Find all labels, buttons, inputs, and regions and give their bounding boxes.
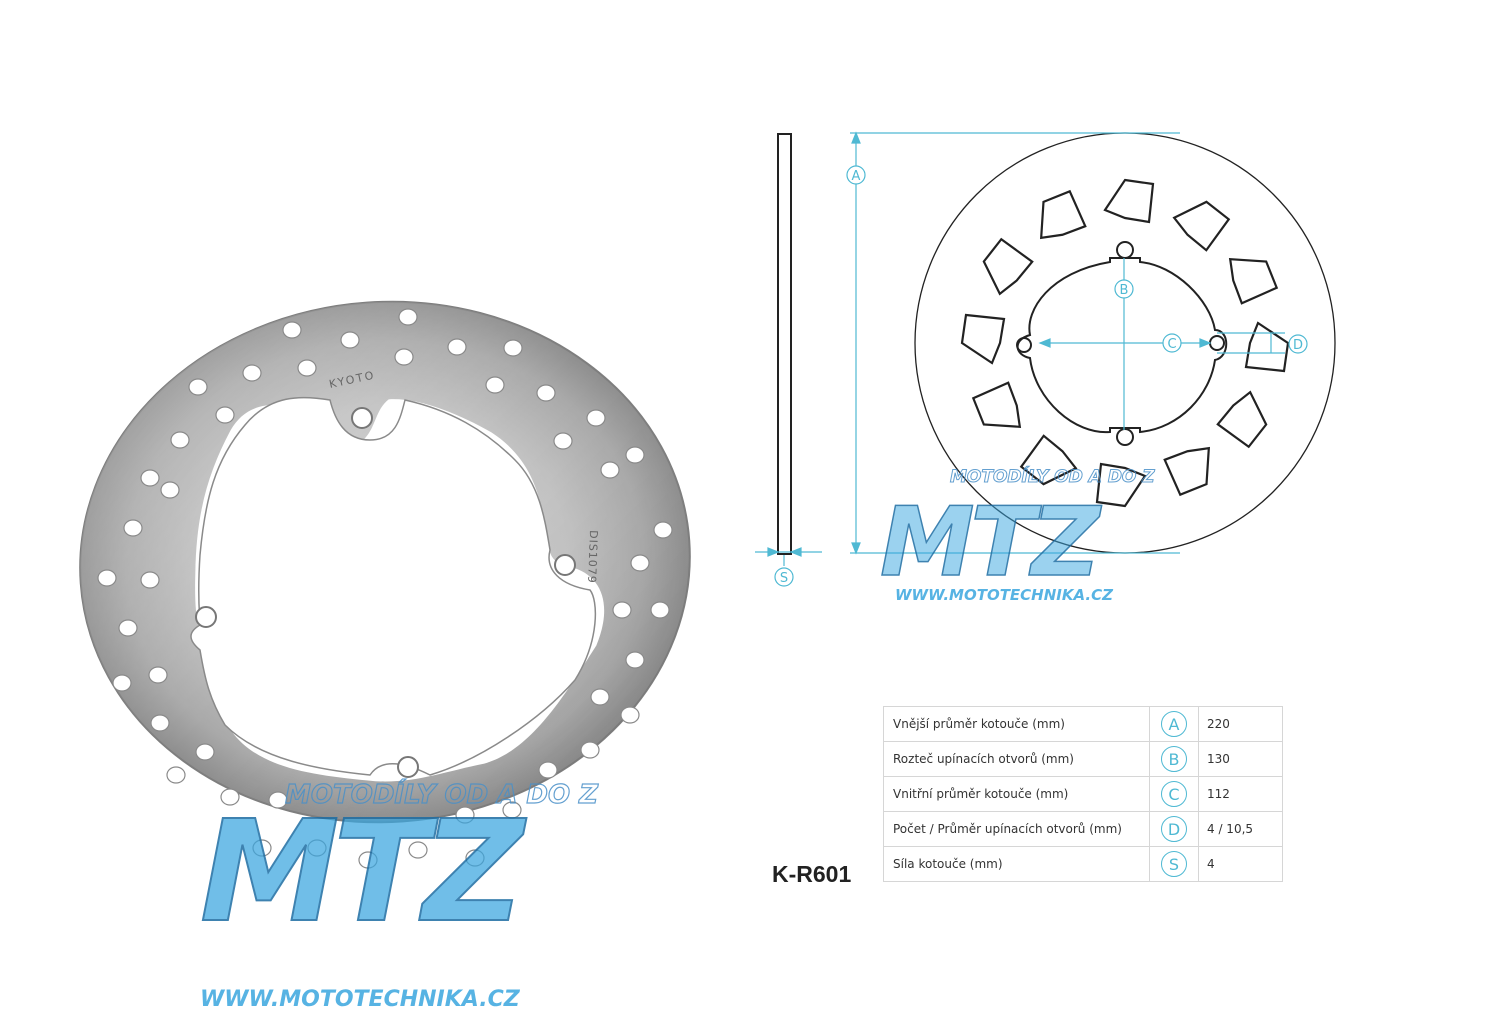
spec-letter: A [1161,711,1187,737]
spec-value: 112 [1198,776,1283,812]
disc-center-opening [190,396,597,776]
spec-value: 220 [1198,706,1283,742]
spec-value: 4 [1198,846,1283,882]
spec-label: Síla kotouče (mm) [883,846,1150,882]
specification-table: Vnější průměr kotouče (mm) A 220 Rozteč … [883,706,1283,882]
spec-label: Vnější průměr kotouče (mm) [883,706,1150,742]
svg-text:MOTODÍLY OD A DO Z: MOTODÍLY OD A DO Z [950,465,1155,487]
watermark-left: MOTODÍLY OD A DO Z MTZ WWW.MOTOTECHNIKA.… [199,777,600,1012]
spec-label: Vnitřní průměr kotouče (mm) [883,776,1150,812]
spec-value: 4 / 10,5 [1198,811,1283,847]
spec-row-inner-diameter: Vnitřní průměr kotouče (mm) C 112 [883,776,1283,812]
spec-letter: D [1161,816,1187,842]
spec-letter: B [1161,746,1187,772]
svg-text:A: A [852,169,861,184]
svg-text:WWW.MOTOTECHNIKA.CZ: WWW.MOTOTECHNIKA.CZ [200,987,521,1012]
svg-text:B: B [1120,283,1129,298]
dimension-letter-markers: A B C D S [774,165,1308,587]
svg-text:C: C [1167,337,1176,352]
spec-letter: S [1161,851,1187,877]
spec-label: Rozteč upínacích otvorů (mm) [883,741,1150,777]
svg-text:MTZ: MTZ [880,488,1102,598]
spec-row-holes: Počet / Průměr upínacích otvorů (mm) D 4… [883,811,1283,847]
svg-text:WWW.MOTOTECHNIKA.CZ: WWW.MOTOTECHNIKA.CZ [895,586,1114,604]
disc-drilled-holes [97,308,673,869]
svg-text:D: D [1293,338,1303,353]
spec-label: Počet / Průměr upínacích otvorů (mm) [883,811,1150,847]
disc-mounting-holes [195,407,576,778]
spec-value: 130 [1198,741,1283,777]
spec-row-outer-diameter: Vnější průměr kotouče (mm) A 220 [883,706,1283,742]
svg-text:S: S [780,571,788,586]
watermark-right: MOTODÍLY OD A DO Z MTZ WWW.MOTOTECHNIKA.… [879,465,1156,605]
spec-row-bolt-pitch: Rozteč upínacích otvorů (mm) B 130 [883,741,1283,777]
spec-letter: C [1161,781,1187,807]
svg-text:MTZ: MTZ [200,791,527,954]
spec-row-thickness: Síla kotouče (mm) S 4 [883,846,1283,882]
dimension-lines [755,131,1285,566]
disc-part-marking: DIS1079 [585,530,600,584]
svg-text:MOTODÍLY OD A DO Z: MOTODÍLY OD A DO Z [285,778,599,810]
product-code: K-R601 [772,861,852,887]
